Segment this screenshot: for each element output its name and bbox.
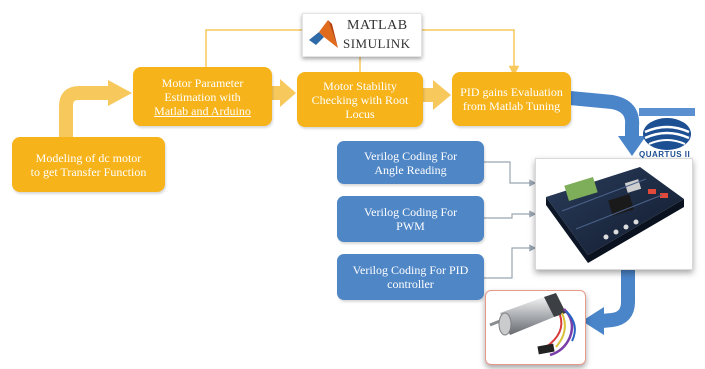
blue-flow-arrows — [569, 91, 646, 335]
matlab-simulink-logo: MATLAB SIMULINK — [302, 13, 422, 57]
logo-text-matlab: MATLAB — [347, 18, 408, 33]
arrow-to-estimation — [108, 80, 132, 106]
verilog-angle-line-1: Verilog Coding For — [363, 148, 458, 163]
verilog-pid-line-1: Verilog Coding For PID — [352, 263, 469, 277]
quartus-label: QUARTUS II — [639, 150, 691, 159]
step-stability-line-1: Motor Stability — [323, 78, 397, 93]
verilog-pwm-line-2: PWM — [396, 219, 425, 233]
logo-connectors — [205, 29, 520, 85]
step-stability-line-3: Locus — [345, 106, 375, 121]
step-flow-arrows — [59, 79, 451, 138]
step-modeling: Modeling of dc motor to get Transfer Fun… — [12, 137, 165, 192]
verilog-pwm-line-1: Verilog Coding For — [363, 205, 458, 219]
quartus-ii-logo: QUARTUS II — [635, 106, 699, 160]
verilog-pid-line-2: controller — [387, 277, 434, 291]
step-estimation-line-1: Motor Parameter — [161, 75, 244, 90]
step-estimation-line-3: Matlab and Arduino — [154, 103, 251, 118]
arrow-to-pid — [423, 80, 451, 110]
step-modeling-line-1: Modeling of dc motor — [35, 150, 142, 165]
step-estimation: Motor Parameter Estimation with Matlab a… — [133, 67, 272, 126]
logo-text-simulink: SIMULINK — [343, 36, 411, 51]
step-pid-evaluation: PID gains Evaluation from Matlab Tuning — [452, 72, 571, 126]
arrow-to-stability — [272, 79, 296, 107]
step-pid-line-1: PID gains Evaluation — [460, 85, 563, 99]
step-stability: Motor Stability Checking with Root Locus — [297, 72, 423, 127]
fpga-board-image — [546, 167, 684, 263]
verilog-angle-line-2: Angle Reading — [374, 162, 447, 177]
verilog-connectors — [484, 161, 537, 279]
step-estimation-line-2: Estimation with — [164, 89, 241, 104]
dc-motor-card — [485, 290, 586, 365]
fpga-board-card — [535, 158, 693, 270]
verilog-angle-reading: Verilog Coding For Angle Reading — [337, 141, 484, 184]
step-pid-line-2: from Matlab Tuning — [462, 99, 561, 113]
arrow-to-motor — [582, 307, 604, 335]
step-modeling-line-2: to get Transfer Function — [30, 164, 147, 179]
verilog-pwm: Verilog Coding For PWM — [337, 196, 484, 242]
verilog-pid-controller: Verilog Coding For PID controller — [337, 254, 484, 300]
matlab-membrane-icon — [309, 20, 338, 48]
step-stability-line-2: Checking with Root — [311, 92, 409, 107]
quartus-globe-icon — [639, 108, 695, 150]
geared-dc-motor-image — [489, 293, 576, 357]
arrow-to-board — [618, 136, 646, 156]
